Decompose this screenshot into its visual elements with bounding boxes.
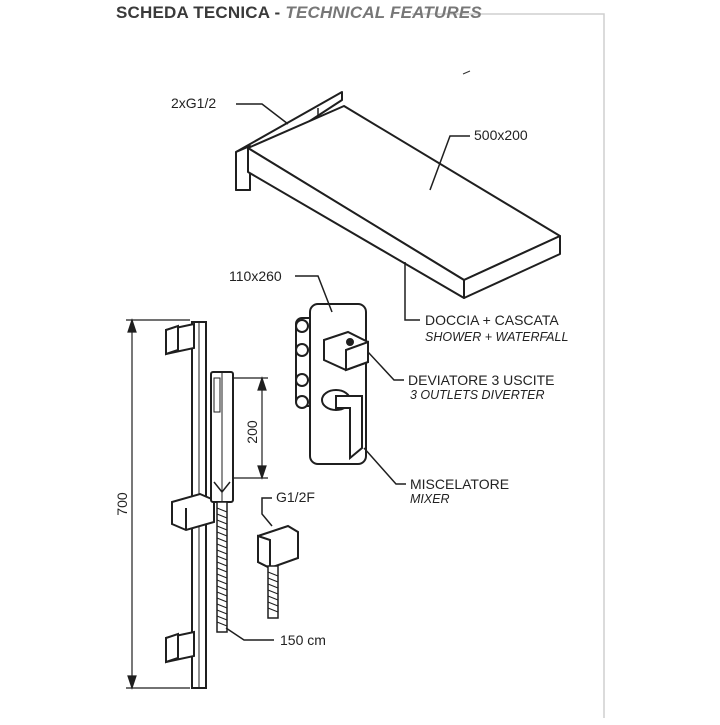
wall-outlet	[257, 524, 299, 619]
label-mixer-en: MIXER	[410, 492, 450, 506]
label-function-it: DOCCIA + CASCATA	[425, 312, 559, 328]
label-hose-length: 150 cm	[280, 632, 326, 648]
label-diverter-it: DEVIATORE 3 USCITE	[408, 372, 555, 388]
hand-shower	[210, 371, 234, 503]
page-frame	[412, 13, 605, 718]
title-italian: SCHEDA TECNICA	[116, 3, 270, 22]
label-bar-length: 700	[114, 492, 130, 516]
label-function-en: SHOWER + WATERFALL	[425, 330, 568, 344]
dimension-700	[126, 318, 190, 690]
label-valve-size: 110x260	[229, 268, 282, 284]
label-outlet-connection: G1/2F	[276, 489, 315, 505]
shower-hose	[216, 501, 228, 633]
label-head-size: 500x200	[474, 127, 528, 143]
waterfall-shower-head	[235, 91, 561, 299]
page-title: SCHEDA TECNICA - TECHNICAL FEATURES	[116, 3, 482, 23]
title-separator: -	[274, 3, 281, 22]
label-diverter-en: 3 OUTLETS DIVERTER	[410, 388, 545, 402]
label-connection-head: 2xG1/2	[171, 95, 216, 111]
concealed-mixer-valve	[295, 303, 369, 465]
dimension-200	[232, 376, 268, 480]
label-mixer-it: MISCELATORE	[410, 476, 509, 492]
title-english: TECHNICAL FEATURES	[285, 3, 482, 22]
label-hand-shower-length: 200	[244, 420, 260, 444]
leader-lines	[225, 103, 470, 641]
slide-bar	[165, 321, 215, 689]
